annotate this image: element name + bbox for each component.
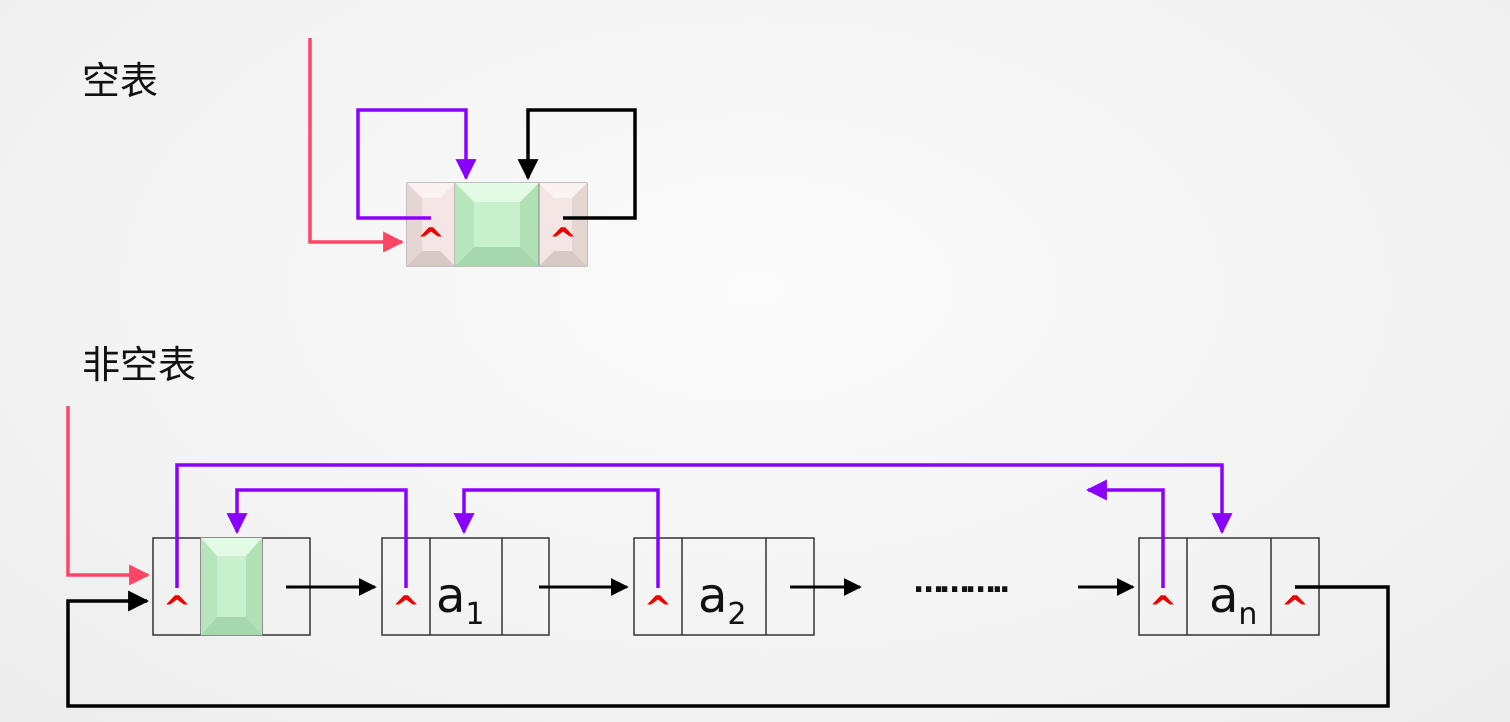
empty-prior-null-marker: ^ — [417, 221, 446, 261]
node-a1: a1 — [381, 537, 550, 636]
node-a1-sub: 1 — [465, 597, 484, 632]
empty-prior-self-link — [356, 108, 477, 220]
nonempty-list-title: 非空表 — [82, 343, 197, 387]
a1-prior-null-marker: ^ — [392, 589, 421, 629]
head-prior-null-marker: ^ — [163, 589, 192, 629]
prior-link-an-to-ellipsis — [1085, 479, 1165, 588]
next-link-an-to-head — [66, 585, 1390, 708]
nonempty-head-node — [152, 537, 311, 636]
node-a2-base: a — [698, 568, 727, 624]
prior-link-a2-to-a1 — [453, 488, 660, 588]
node-a2-label: a2 — [698, 568, 747, 632]
empty-next-null-marker: ^ — [549, 221, 578, 261]
empty-next-self-link — [517, 108, 637, 220]
empty-head-pointer-arrow — [308, 38, 405, 253]
node-an-base: a — [1209, 568, 1238, 624]
node-an: an — [1138, 537, 1320, 636]
node-an-sub: n — [1238, 597, 1257, 632]
an-next-null-marker: ^ — [1281, 589, 1310, 629]
empty-list-title: 空表 — [82, 59, 159, 103]
empty-list-diagram: ^ ^ — [308, 38, 637, 267]
empty-head-node — [406, 182, 588, 267]
ellipsis-label: ……….. — [914, 565, 1008, 600]
prior-link-head-to-an — [175, 463, 1233, 588]
node-a1-label: a1 — [436, 568, 485, 632]
nonempty-list-diagram: a1 a2 an ……….. — [66, 406, 1390, 708]
node-a2-sub: 2 — [727, 597, 746, 632]
prior-link-a1-to-head — [226, 488, 408, 588]
a2-prior-null-marker: ^ — [644, 589, 673, 629]
node-a1-base: a — [436, 568, 465, 624]
nonempty-head-pointer-arrow — [66, 406, 151, 586]
node-an-label: an — [1209, 568, 1257, 632]
an-prior-null-marker: ^ — [1149, 589, 1178, 629]
